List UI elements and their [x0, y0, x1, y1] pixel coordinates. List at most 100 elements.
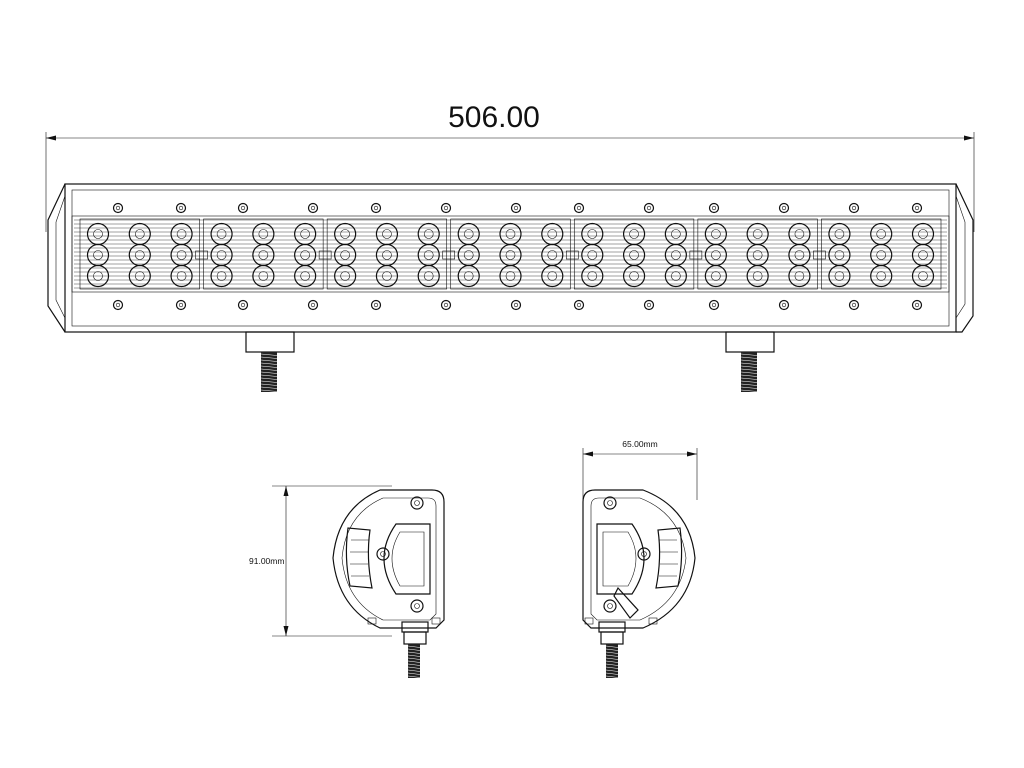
- led-lens: [704, 243, 727, 267]
- screw: [708, 202, 720, 214]
- screw: [573, 202, 585, 214]
- screw: [307, 299, 319, 311]
- led-lens: [128, 243, 151, 267]
- led-lens: [294, 264, 317, 288]
- led-lens: [334, 243, 357, 267]
- side-view-left: [332, 489, 445, 678]
- led-lens: [704, 264, 727, 288]
- led-lens: [252, 264, 275, 288]
- led-lens: [828, 243, 851, 267]
- led-group: [573, 218, 695, 290]
- led-lens: [870, 264, 893, 288]
- led-lens: [457, 243, 480, 267]
- led-lens: [581, 264, 604, 288]
- screw: [643, 299, 655, 311]
- left-mount-bracket: [245, 331, 295, 392]
- screw: [643, 202, 655, 214]
- led-lens: [746, 222, 769, 246]
- led-lens: [664, 222, 687, 246]
- height-dimension-label: 91.00mm: [249, 556, 284, 566]
- led-lens: [417, 264, 440, 288]
- led-group: [697, 218, 818, 290]
- led-lens: [86, 243, 110, 267]
- led-lens: [128, 264, 151, 288]
- led-group: [79, 218, 200, 290]
- led-lens: [499, 264, 522, 288]
- led-lens: [128, 222, 151, 246]
- led-lens: [788, 243, 811, 267]
- screw: [778, 299, 790, 311]
- led-lens: [746, 243, 769, 267]
- length-dimension: 506.00: [45, 101, 975, 232]
- screw: [175, 202, 187, 214]
- led-lens: [828, 222, 851, 246]
- led-lens: [870, 222, 893, 246]
- screw: [112, 202, 124, 214]
- led-lens: [541, 222, 564, 246]
- led-lens: [746, 264, 769, 288]
- led-lens: [911, 243, 935, 267]
- screw: [510, 299, 522, 311]
- led-lens: [664, 264, 687, 288]
- led-lens: [210, 264, 233, 288]
- led-lens: [375, 243, 399, 267]
- screw: [370, 299, 382, 311]
- led-lens: [622, 222, 646, 246]
- led-lens: [581, 222, 604, 246]
- screw: [708, 299, 720, 311]
- screw: [510, 202, 522, 214]
- screw: [440, 202, 452, 214]
- length-dimension-label: 506.00: [448, 101, 540, 134]
- led-lens: [499, 222, 522, 246]
- side-view-right: [582, 489, 696, 678]
- screw: [848, 299, 860, 311]
- led-lens: [457, 222, 480, 246]
- led-lens: [334, 222, 357, 246]
- led-lens: [499, 243, 522, 267]
- led-lens: [334, 264, 357, 288]
- led-lens: [86, 222, 110, 246]
- screw: [307, 202, 319, 214]
- led-lens: [417, 222, 440, 246]
- led-lens: [252, 222, 275, 246]
- led-lens: [788, 264, 811, 288]
- led-lens: [581, 243, 604, 267]
- led-group: [821, 218, 942, 290]
- screw: [848, 202, 860, 214]
- led-lens: [541, 264, 564, 288]
- led-lens: [457, 264, 480, 288]
- depth-dimension: 65.00mm: [582, 439, 698, 500]
- led-lens: [541, 243, 564, 267]
- led-lens: [788, 222, 811, 246]
- screw: [370, 202, 382, 214]
- led-lens: [704, 222, 727, 246]
- led-lens: [828, 264, 851, 288]
- led-lens: [911, 264, 935, 288]
- led-lens: [417, 243, 440, 267]
- led-lens: [375, 264, 399, 288]
- screw: [573, 299, 585, 311]
- screw: [911, 202, 923, 214]
- light-bar-front-view: [47, 183, 974, 392]
- height-dimension: 91.00mm: [249, 485, 392, 637]
- led-lens: [622, 264, 646, 288]
- led-group: [203, 218, 324, 290]
- screw: [237, 299, 249, 311]
- led-lens: [170, 264, 193, 288]
- led-group: [326, 218, 448, 290]
- screw: [440, 299, 452, 311]
- right-mount-bracket: [725, 331, 775, 392]
- screw: [778, 202, 790, 214]
- led-lens: [210, 243, 233, 267]
- screw: [911, 299, 923, 311]
- screw: [237, 202, 249, 214]
- led-lens: [294, 222, 317, 246]
- screw: [175, 299, 187, 311]
- led-lens: [375, 222, 399, 246]
- led-lens: [622, 243, 646, 267]
- led-lens: [294, 243, 317, 267]
- led-lens: [86, 264, 110, 288]
- depth-dimension-label: 65.00mm: [622, 439, 657, 449]
- led-group: [450, 218, 571, 290]
